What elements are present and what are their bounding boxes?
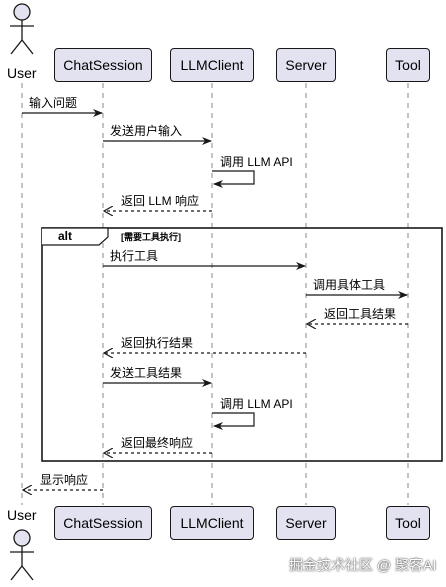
watermark-text: 掘金技术社区 @ 聚客AI xyxy=(289,557,437,573)
message-label-m6: 调用具体工具 xyxy=(313,277,386,292)
message-label-m5: 执行工具 xyxy=(110,248,159,263)
participant-tool-bottom: Tool xyxy=(386,506,430,540)
alt-frame xyxy=(41,227,443,462)
message-label-m11: 返回最终响应 xyxy=(121,435,194,450)
actor-icon-top xyxy=(10,3,34,55)
alt-tab xyxy=(42,227,109,246)
participant-chatsession-bottom: ChatSession xyxy=(54,506,152,540)
message-label-m8: 返回执行结果 xyxy=(121,335,194,350)
alt-keyword: alt xyxy=(58,229,73,243)
alt-condition: [需要工具执行] xyxy=(121,231,181,242)
participant-tool-top: Tool xyxy=(386,48,430,82)
participant-llmclient-top: LLMClient xyxy=(170,48,254,82)
actor-icon-bottom xyxy=(10,529,34,581)
message-arrow-m10 xyxy=(212,412,255,430)
message-label-m9: 发送工具结果 xyxy=(110,365,183,380)
message-label-m12: 显示响应 xyxy=(40,472,89,487)
participant-chatsession-top: ChatSession xyxy=(54,48,152,82)
participant-llmclient-bottom: LLMClient xyxy=(170,506,254,540)
message-label-m2: 发送用户输入 xyxy=(110,123,183,138)
message-label-m4: 返回 LLM 响应 xyxy=(121,193,200,208)
participant-server-top: Server xyxy=(276,48,336,82)
actor-label-bottom: User xyxy=(7,507,37,523)
actor-label-top: User xyxy=(7,65,37,81)
message-arrow-m3 xyxy=(212,170,255,188)
message-label-m10: 调用 LLM API xyxy=(220,396,293,411)
message-label-m7: 返回工具结果 xyxy=(324,306,397,321)
participant-server-bottom: Server xyxy=(276,506,336,540)
message-label-m3: 调用 LLM API xyxy=(220,154,293,169)
message-label-m1: 输入问题 xyxy=(29,95,78,110)
